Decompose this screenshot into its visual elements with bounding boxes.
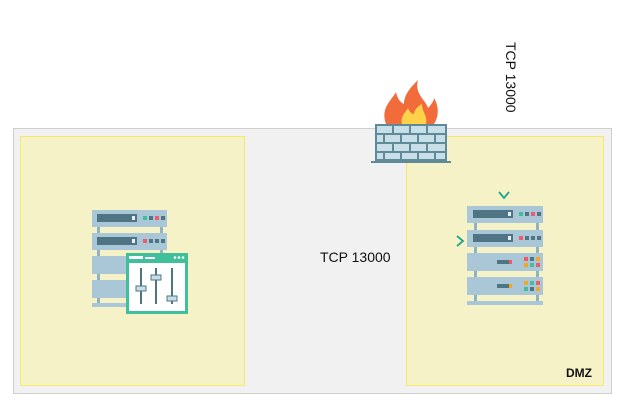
settings-sliders-icon — [126, 253, 188, 314]
arrowhead-down-icon — [498, 191, 510, 200]
dmz-label: DMZ — [566, 366, 592, 380]
connection-external-to-dmz — [498, 24, 510, 200]
connection-internal-to-dmz — [167, 235, 465, 247]
connection-label-horizontal: TCP 13000 — [320, 249, 391, 265]
firewall-icon — [371, 80, 451, 163]
arrowhead-right-icon — [456, 235, 465, 247]
connection-label-vertical: TCP 13000 — [503, 42, 519, 113]
dmz-server-icon — [467, 206, 543, 305]
